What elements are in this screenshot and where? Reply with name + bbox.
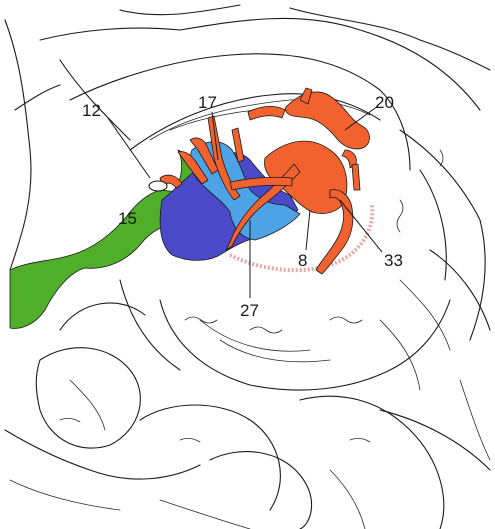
label-20: 20 xyxy=(375,93,394,112)
label-12: 12 xyxy=(82,101,101,120)
label-33: 33 xyxy=(384,251,403,270)
vessel-loop xyxy=(149,181,167,191)
label-15: 15 xyxy=(118,209,137,228)
label-17: 17 xyxy=(198,93,217,112)
artery-branch-right-vertical xyxy=(352,164,360,190)
label-27: 27 xyxy=(240,301,259,320)
artery-branch-20 xyxy=(285,92,369,149)
label-8: 8 xyxy=(298,251,307,270)
artery-branch-upper-left xyxy=(248,106,285,120)
